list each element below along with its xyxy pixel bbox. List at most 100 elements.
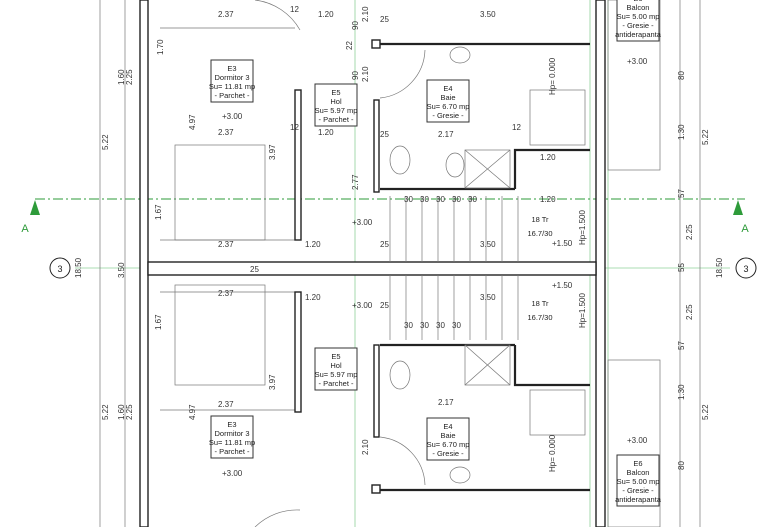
room-name: Hol [330, 361, 342, 370]
room-id: E5 [331, 352, 340, 361]
room-name: Baie [440, 93, 455, 102]
room-area: Su= 6.70 mp [427, 102, 470, 111]
dimension-label: 22 [345, 41, 354, 50]
room-finish: - Parchet - [318, 379, 354, 388]
dimension-label: 5.22 [101, 134, 110, 150]
dimension-label: 1.60 [117, 404, 126, 420]
dimension-label: 1.20 [318, 128, 334, 137]
dimension-label: 2.10 [361, 6, 370, 22]
dimension-label: 2.25 [685, 304, 694, 320]
room-area: Su= 6.70 mp [427, 440, 470, 449]
level-mark: +3.00 [352, 218, 373, 227]
dimension-label: 12 [290, 5, 299, 14]
svg-text:3: 3 [743, 264, 748, 274]
room-finish: - Parchet - [214, 447, 250, 456]
dimension-label: 12 [290, 123, 299, 132]
stairs-height: Hp=1.500 [578, 210, 587, 245]
dimension-label: 57 [677, 341, 686, 350]
dimension-label: 1.67 [154, 204, 163, 220]
stairs-height: Hp=1.500 [578, 293, 587, 328]
dimension-label: 5.22 [701, 129, 710, 145]
dimension-label: 30 [452, 195, 461, 204]
dimension-label: 1.70 [156, 39, 165, 55]
room-finish: - Parchet - [214, 91, 250, 100]
svg-text:3: 3 [57, 264, 62, 274]
dimension-label: 1.60 [117, 69, 126, 85]
dimension-label: 1.20 [318, 10, 334, 19]
dimension-label: 55 [677, 263, 686, 272]
dimension-label: 2.37 [218, 128, 234, 137]
stairs-ratio: 16.7/30 [527, 313, 552, 322]
dimension-label: 80 [677, 461, 686, 470]
dimension-label: 12 [512, 123, 521, 132]
svg-text:A: A [741, 223, 749, 235]
dimension-label: 30 [436, 195, 445, 204]
dimension-label: 30 [436, 321, 445, 330]
room-name: Dormitor 3 [214, 429, 249, 438]
walls [139, 0, 661, 527]
room-name: Balcon [627, 3, 650, 12]
room-id: E4 [443, 422, 452, 431]
dimension-label: 1.30 [677, 384, 686, 400]
dimension-label: 5.22 [701, 404, 710, 420]
dimension-label: 2.10 [361, 66, 370, 82]
room-id: E4 [443, 84, 452, 93]
dimension-label: 2.17 [438, 398, 454, 407]
dimension-label: 2.25 [125, 404, 134, 420]
dimension-label: 30 [468, 195, 477, 204]
level-mark: +3.00 [352, 301, 373, 310]
axis-bubble-right: 3 [735, 257, 757, 279]
room-id: E5 [331, 88, 340, 97]
dimension-label: 30 [404, 321, 413, 330]
dimension-label: 1.20 [540, 195, 556, 204]
dimension-label: 3.97 [268, 374, 277, 390]
room-area: Su= 5.97 mp [315, 370, 358, 379]
room-name: Baie [440, 431, 455, 440]
room-id: E3 [227, 420, 236, 429]
sill-height: Hp= 0.000 [548, 434, 557, 472]
room-name: Balcon [627, 468, 650, 477]
room-id: E6 [633, 0, 642, 3]
dimension-label: 5.22 [101, 404, 110, 420]
level-mark: +3.00 [222, 469, 243, 478]
dimension-label: 18.50 [715, 257, 724, 278]
svg-text:A: A [21, 223, 29, 235]
dimension-label: 25 [380, 240, 389, 249]
dimension-label: 1.20 [305, 240, 321, 249]
dimension-label: 30 [404, 195, 413, 204]
room-area: Su= 11.81 mp [209, 82, 255, 91]
dimension-label: 2.17 [438, 130, 454, 139]
dimension-label: 2.10 [361, 439, 370, 455]
room-finish: - Gresie - [432, 449, 464, 458]
room-area: Su= 5.00 mp [617, 477, 660, 486]
room-finish2: antiderapanta [615, 495, 662, 504]
level-mark: +1.50 [552, 239, 573, 248]
dimension-label: 1.30 [677, 124, 686, 140]
dimension-label: 2.25 [685, 224, 694, 240]
dimension-label: 90 [351, 71, 360, 80]
dimension-label: 30 [452, 321, 461, 330]
room-name: Hol [330, 97, 342, 106]
room-id: E6 [633, 459, 642, 468]
dimension-label: 4.97 [188, 114, 197, 130]
dimension-label: 80 [677, 71, 686, 80]
dimension-label: 2.77 [351, 174, 360, 190]
dimension-label: 3.50 [117, 262, 126, 278]
room-name: Dormitor 3 [214, 73, 249, 82]
room-id: E3 [227, 64, 236, 73]
room-finish: - Gresie - [622, 21, 654, 30]
dimension-label: 25 [250, 265, 259, 274]
room-area: Su= 5.00 mp [617, 12, 660, 21]
dimension-label: 25 [380, 301, 389, 310]
axis-bubble-left: 3 [49, 257, 71, 279]
dimension-label: 2.37 [218, 240, 234, 249]
dimension-label: 2.37 [218, 10, 234, 19]
level-mark: +3.00 [222, 112, 243, 121]
dimension-label: 1.20 [540, 153, 556, 162]
